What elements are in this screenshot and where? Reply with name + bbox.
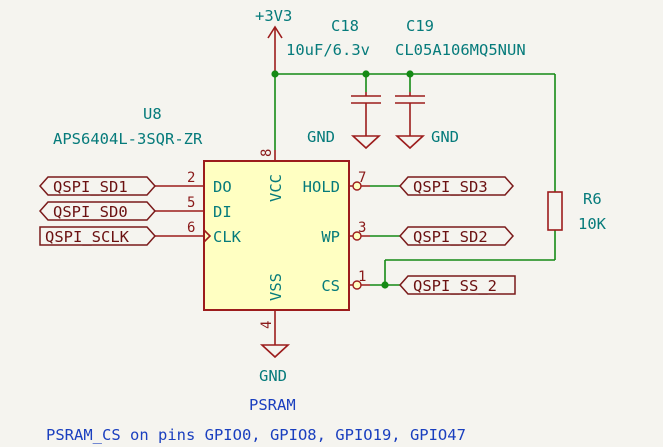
pin-name-di: DI <box>213 203 232 221</box>
junction-dot <box>271 70 279 78</box>
junction-dot <box>406 70 414 78</box>
clock-marker-icon <box>203 229 212 243</box>
gnd-label: GND <box>307 128 335 146</box>
pin-number-hold: 7 <box>358 170 366 186</box>
pin-name-vcc: VCC <box>267 174 285 202</box>
ic-part-number: APS6404L-3SQR-ZR <box>53 130 203 148</box>
gnd-label: GND <box>259 367 287 385</box>
junction-dot <box>362 70 370 78</box>
note-text: PSRAM_CS on pins GPIO0, GPIO8, GPIO19, G… <box>46 426 466 444</box>
net-label-qspi-sd2[interactable]: QSPI_SD2 <box>398 226 515 246</box>
active-low-bubble-icon <box>352 280 362 290</box>
c18-value: 10uF/6.3v <box>286 41 370 59</box>
power-label: +3V3 <box>255 7 292 25</box>
net-label-qspi-ss2[interactable]: QSPI_SS_2 <box>398 275 516 295</box>
net-label-text: QSPI_SCLK <box>45 228 130 246</box>
resistor-r6[interactable]: R6 10K <box>547 190 607 233</box>
capacitor-c19[interactable]: C19 CL05A106MQ5NUN <box>395 17 526 136</box>
pin-number-vss: 4 <box>259 321 275 329</box>
net-label-qspi-sclk[interactable]: QSPI_SCLK <box>39 226 157 246</box>
c19-ref: C19 <box>406 17 434 35</box>
net-label-qspi-sd3[interactable]: QSPI_SD3 <box>398 176 515 196</box>
net-label-text: QSPI_SD1 <box>53 178 128 196</box>
net-label-qspi-sd0[interactable]: QSPI_SD0 <box>38 201 157 221</box>
c19-value: CL05A106MQ5NUN <box>395 41 526 59</box>
r6-value: 10K <box>578 215 607 233</box>
ic-body <box>203 160 350 311</box>
capacitor-c18[interactable]: C18 10uF/6.3v <box>286 17 381 136</box>
net-label-qspi-sd1[interactable]: QSPI_SD1 <box>38 176 157 196</box>
pin-number-vcc: 8 <box>259 149 275 157</box>
r6-ref: R6 <box>583 190 602 208</box>
net-label-text: QSPI_SD0 <box>53 203 128 221</box>
pin-number-clk: 6 <box>187 220 195 236</box>
pin-number-wp: 3 <box>358 220 366 236</box>
pin-name-cs: CS <box>321 277 340 295</box>
pin-number-do: 2 <box>187 170 195 186</box>
c18-ref: C18 <box>331 17 359 35</box>
pin-name-clk: CLK <box>213 228 242 246</box>
pin-number-cs: 1 <box>358 269 366 285</box>
active-low-bubble-icon <box>352 181 362 191</box>
pin-name-do: DO <box>213 178 232 196</box>
ic-ref: U8 <box>143 105 162 123</box>
pin-name-vss: VSS <box>267 273 285 301</box>
pin-name-hold: HOLD <box>303 178 340 196</box>
gnd-symbol-c18[interactable]: GND <box>307 128 382 150</box>
block-title: PSRAM <box>249 396 296 414</box>
power-symbol-3v3[interactable]: +3V3 <box>255 7 292 74</box>
junction-dot <box>381 281 389 289</box>
ic-u8[interactable]: U8 APS6404L-3SQR-ZR 2 5 6 7 3 1 8 4 DO D… <box>53 105 370 345</box>
net-label-text: QSPI_SD3 <box>413 178 488 196</box>
net-label-text: QSPI_SS_2 <box>413 277 497 295</box>
gnd-symbol-c19[interactable]: GND <box>394 128 459 150</box>
gnd-symbol-ic[interactable]: GND <box>259 344 291 385</box>
pin-number-di: 5 <box>187 195 195 211</box>
pin-name-wp: WP <box>321 228 340 246</box>
active-low-bubble-icon <box>352 231 362 241</box>
net-label-text: QSPI_SD2 <box>413 228 488 246</box>
wires <box>271 70 556 289</box>
gnd-label: GND <box>431 128 459 146</box>
